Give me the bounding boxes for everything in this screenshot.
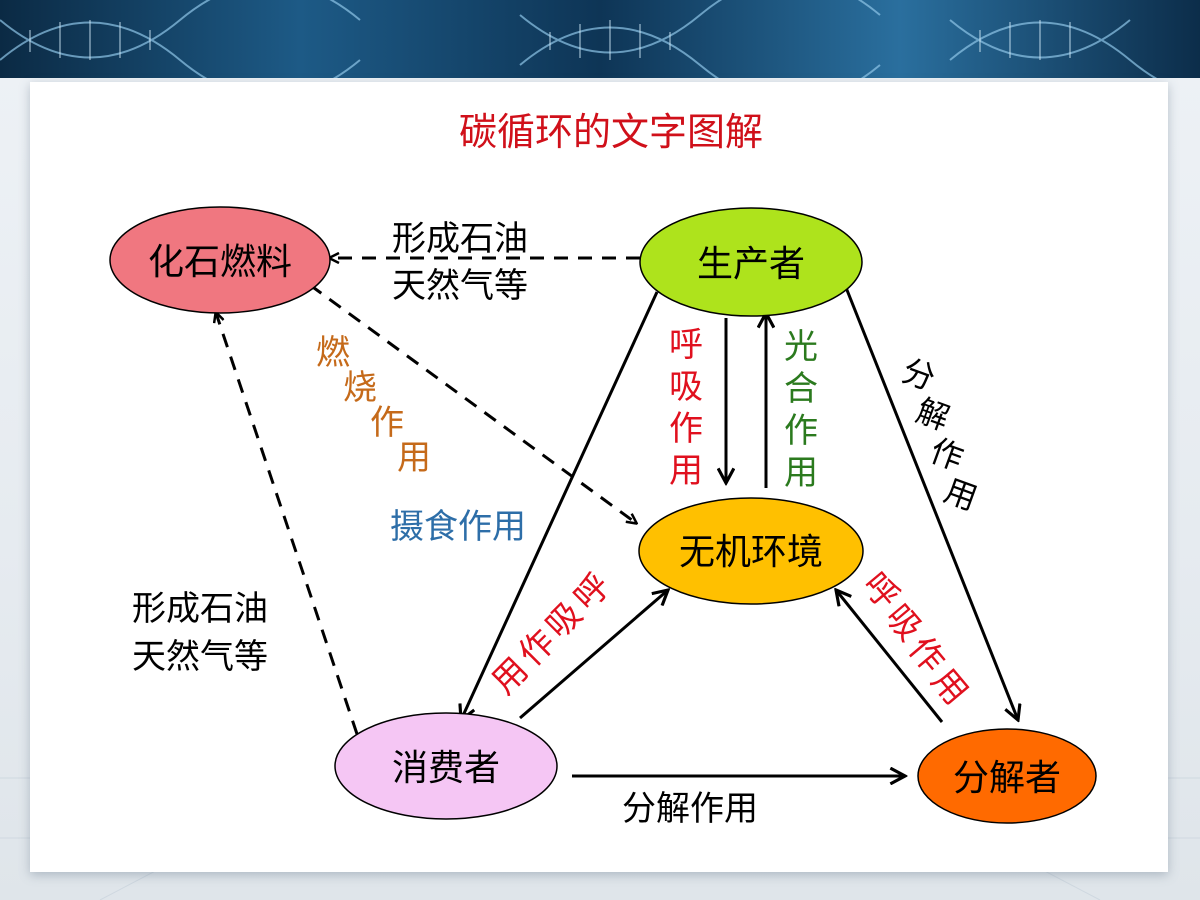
label-combustion: 燃 烧 作 用 bbox=[316, 333, 431, 478]
label-photosynthesis: 光 合 作 用 bbox=[784, 327, 818, 493]
edge-producer-to-decomposer bbox=[843, 284, 1018, 720]
edge-fossil-to-environment bbox=[309, 283, 636, 523]
label-photosynthesis-char: 用 bbox=[784, 453, 818, 493]
top-banner bbox=[0, 0, 1200, 78]
label-photosynthesis-char: 合 bbox=[784, 369, 818, 409]
edge-producer-to-consumer bbox=[461, 291, 659, 720]
diagram-title: 碳循环的文字图解 bbox=[459, 110, 763, 154]
label-photosynthesis-char: 作 bbox=[784, 411, 818, 451]
label-combustion-char: 燃 bbox=[316, 333, 350, 373]
node-decomposer-label: 分解者 bbox=[953, 758, 1061, 799]
label-bottom-decomposition: 分解作用 bbox=[622, 789, 758, 829]
dna-helix-decoration bbox=[0, 0, 1158, 78]
label-producer-respiration: 呼 吸 作 用 bbox=[669, 325, 703, 491]
node-decomposer: 分解者 bbox=[917, 728, 1097, 824]
label-producer-decomposition-char: 用 bbox=[939, 471, 982, 518]
edge-consumer-to-environment bbox=[519, 590, 668, 720]
node-producer-label: 生产者 bbox=[697, 244, 805, 285]
label-left-fossil-line1: 形成石油 bbox=[132, 589, 268, 629]
label-combustion-char: 用 bbox=[397, 438, 431, 478]
label-producer-decomposition-char: 分 bbox=[897, 351, 940, 398]
label-combustion-char: 作 bbox=[370, 403, 404, 443]
label-producer-respiration-char: 用 bbox=[669, 451, 703, 491]
node-fossil-fuel: 化石燃料 bbox=[109, 206, 331, 314]
label-decomposer-respiration: 呼 吸 作 用 bbox=[854, 565, 975, 713]
label-producer-respiration-char: 呼 bbox=[669, 325, 703, 365]
node-producer: 生产者 bbox=[639, 207, 863, 317]
node-environment-label: 无机环境 bbox=[679, 532, 823, 573]
label-left-fossil-line2: 天然气等 bbox=[132, 637, 268, 677]
label-producer-decomposition-char: 作 bbox=[925, 431, 968, 478]
label-combustion-char: 烧 bbox=[343, 368, 377, 408]
node-consumer-label: 消费者 bbox=[392, 748, 500, 789]
node-fossil-fuel-label: 化石燃料 bbox=[148, 242, 292, 283]
node-consumer: 消费者 bbox=[334, 712, 558, 820]
label-feeding: 摄食作用 bbox=[390, 507, 526, 547]
edge-decomposer-to-environment bbox=[836, 590, 944, 723]
label-producer-respiration-char: 作 bbox=[669, 409, 703, 449]
label-producer-decomposition-char: 解 bbox=[911, 391, 954, 438]
label-producer-respiration-char: 吸 bbox=[669, 367, 703, 407]
label-top-fossil-line2: 天然气等 bbox=[392, 266, 528, 306]
label-top-fossil-line1: 形成石油 bbox=[392, 219, 528, 259]
label-consumer-respiration: 呼 吸 作 用 bbox=[484, 566, 618, 702]
node-environment: 无机环境 bbox=[638, 497, 864, 605]
label-photosynthesis-char: 光 bbox=[784, 327, 818, 367]
label-producer-decomposition: 分 解 作 用 bbox=[897, 351, 982, 518]
edge-consumer-to-fossil bbox=[216, 313, 359, 735]
